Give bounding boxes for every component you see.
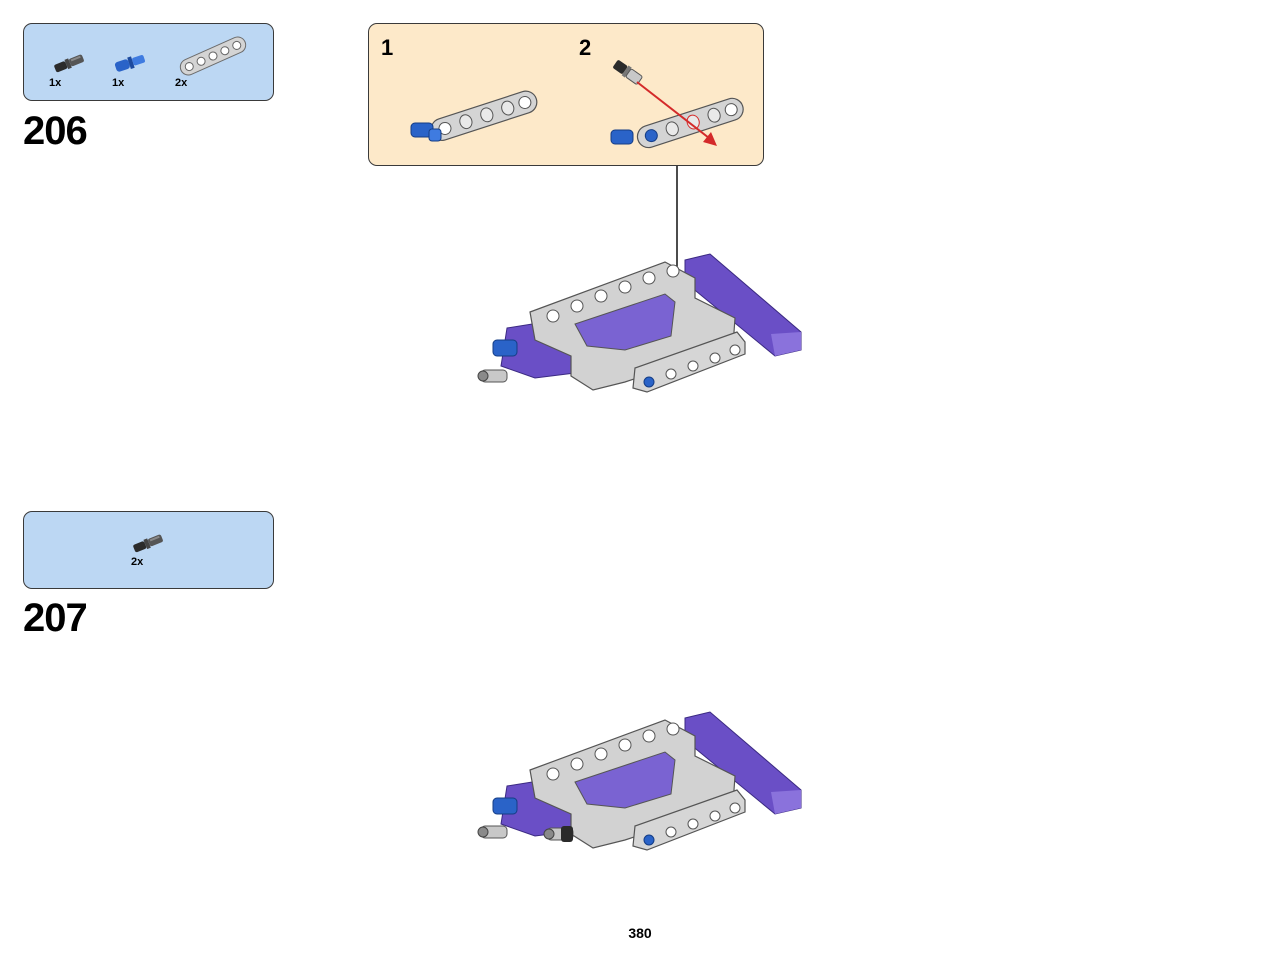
- step-207-model-illustration: [477, 711, 802, 851]
- substep-number: 1: [381, 35, 394, 60]
- grey-liftarm-5-icon: [179, 36, 247, 76]
- black-axle-pin-icon: [133, 534, 163, 553]
- part-qty-label: 1x: [112, 77, 125, 89]
- substep-number: 2: [579, 35, 592, 60]
- part-qty-label: 1x: [49, 77, 62, 89]
- part-qty-label: 2x: [175, 77, 188, 89]
- blue-axle-pin-icon: [114, 55, 145, 72]
- parts-list-box-step-207: 2x: [23, 511, 274, 589]
- page-number: 380: [628, 925, 652, 941]
- step-206-model-illustration: [477, 253, 802, 393]
- liftarm-with-blue-pin-illustration: [410, 90, 538, 142]
- step-number: 206: [23, 109, 88, 153]
- step-number: 207: [23, 596, 88, 640]
- substep-callout-box: 1 2: [368, 23, 764, 166]
- part-qty-label: 2x: [131, 556, 144, 568]
- black-axle-pin-icon: [54, 54, 84, 73]
- parts-list-box-step-206: 1x 1x 2x: [23, 23, 274, 101]
- liftarm-insert-black-pin-illustration: [610, 60, 744, 149]
